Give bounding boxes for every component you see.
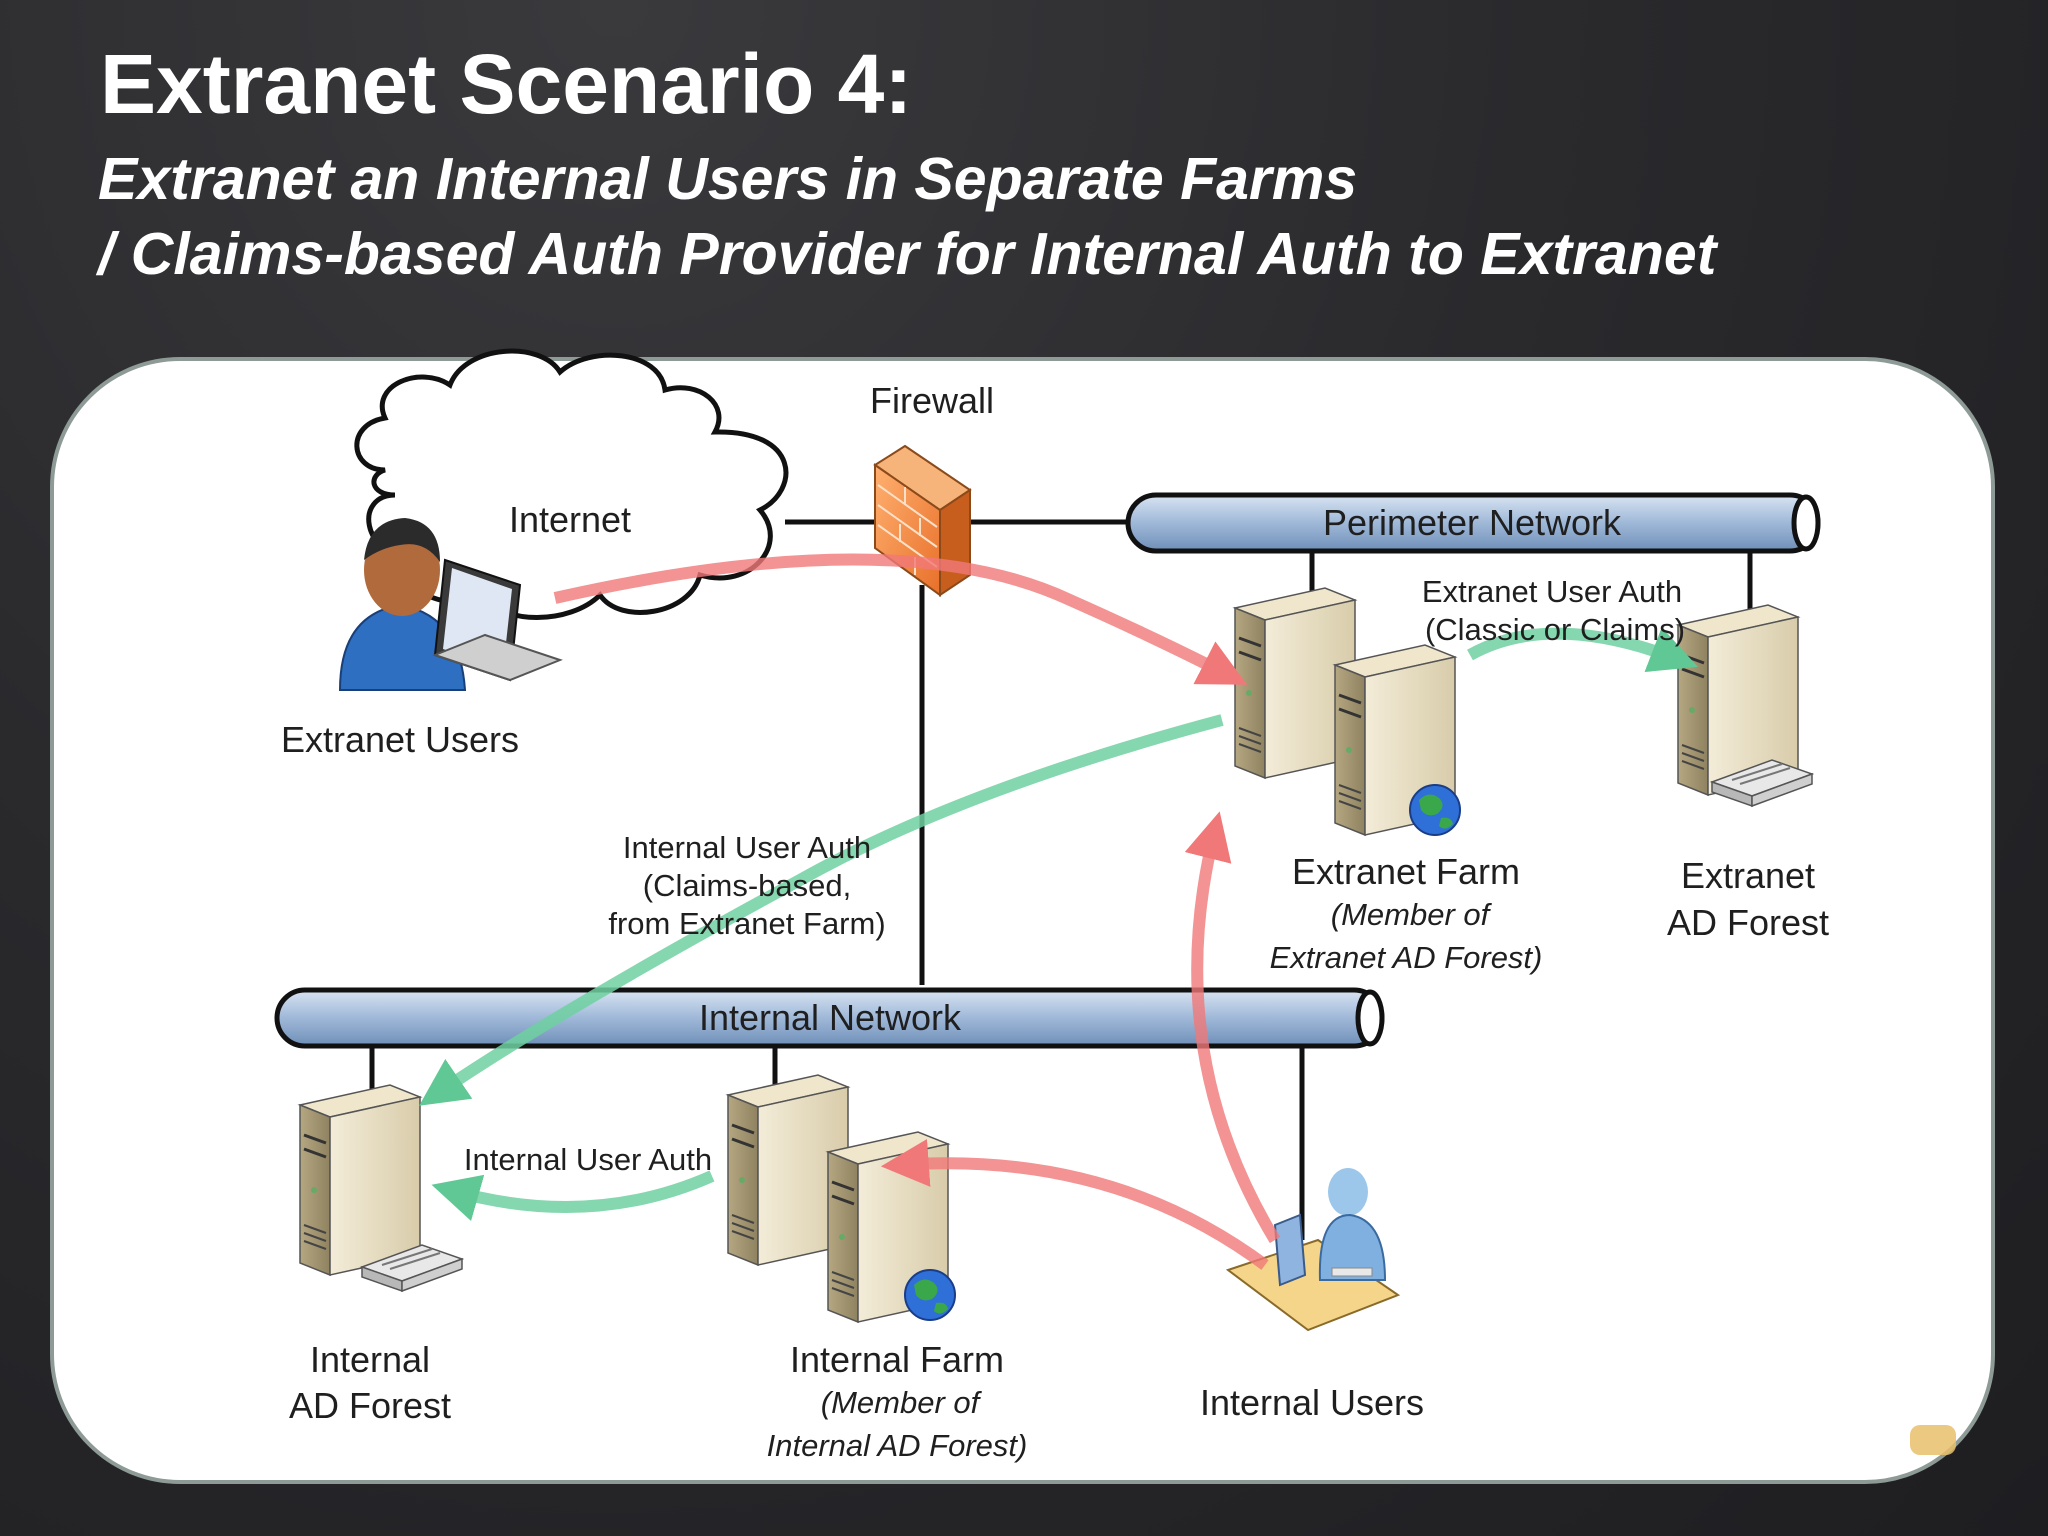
- internal-to-internal-farm-arrow: [880, 1139, 1269, 1270]
- internal-ad-forest-label-2: AD Forest: [289, 1385, 451, 1426]
- extranet-user-flow-arrow: [553, 553, 1248, 685]
- internal-ad-forest-server: [298, 1083, 463, 1292]
- internal-users-label: Internal Users: [1200, 1382, 1424, 1423]
- internal-farm-note-1: (Member of: [821, 1385, 983, 1420]
- page-title: Extranet Scenario 4:: [100, 37, 913, 131]
- extranet-ad-forest-label-2: AD Forest: [1667, 902, 1829, 943]
- extranet-user-icon: [338, 518, 563, 691]
- internal-user-auth-arrow: [419, 714, 1224, 1106]
- internal-user-auth-label-2: Internal User Auth: [464, 1142, 712, 1177]
- internal-farm-label: Internal Farm: [790, 1339, 1004, 1380]
- internal-ad-forest-label-1: Internal: [310, 1339, 430, 1380]
- internal-network-label: Internal Network: [699, 997, 962, 1038]
- perimeter-network-label: Perimeter Network: [1323, 502, 1622, 543]
- internal-user-auth-note-1: (Claims-based,: [643, 868, 851, 903]
- page-subtitle-line-1: Extranet an Internal Users in Separate F…: [98, 146, 1358, 212]
- extranet-user-auth-arrow: [1467, 627, 1698, 673]
- extranet-farm-note-1: (Member of: [1331, 897, 1493, 932]
- internal-user-auth-label-1: Internal User Auth: [623, 830, 871, 865]
- internal-farm-note-2: Internal AD Forest): [767, 1428, 1028, 1463]
- perimeter-network-pipe: [1125, 492, 1821, 554]
- internal-farm-servers: [726, 1073, 956, 1324]
- internal-network-pipe: [274, 987, 1385, 1049]
- page-subtitle-line-2: / Claims-based Auth Provider for Interna…: [98, 221, 1717, 287]
- extranet-ad-forest-server: [1676, 603, 1813, 807]
- extranet-ad-forest-label-1: Extranet: [1681, 855, 1815, 896]
- extranet-farm-label: Extranet Farm: [1292, 851, 1520, 892]
- extranet-users-label: Extranet Users: [281, 719, 519, 760]
- firewall-label: Firewall: [870, 380, 994, 421]
- corner-badge: [1910, 1425, 1956, 1455]
- internal-user-icon: [1225, 1168, 1401, 1332]
- internal-farm-auth-arrow: [431, 1170, 715, 1221]
- internal-user-auth-note-2: from Extranet Farm): [608, 906, 885, 941]
- extranet-user-auth-label: Extranet User Auth: [1422, 574, 1682, 609]
- extranet-user-auth-note: (Classic or Claims): [1425, 612, 1685, 647]
- internet-label: Internet: [509, 499, 631, 540]
- internal-to-extranet-farm-arrow: [1184, 811, 1281, 1244]
- extranet-farm-note-2: Extranet AD Forest): [1270, 940, 1543, 975]
